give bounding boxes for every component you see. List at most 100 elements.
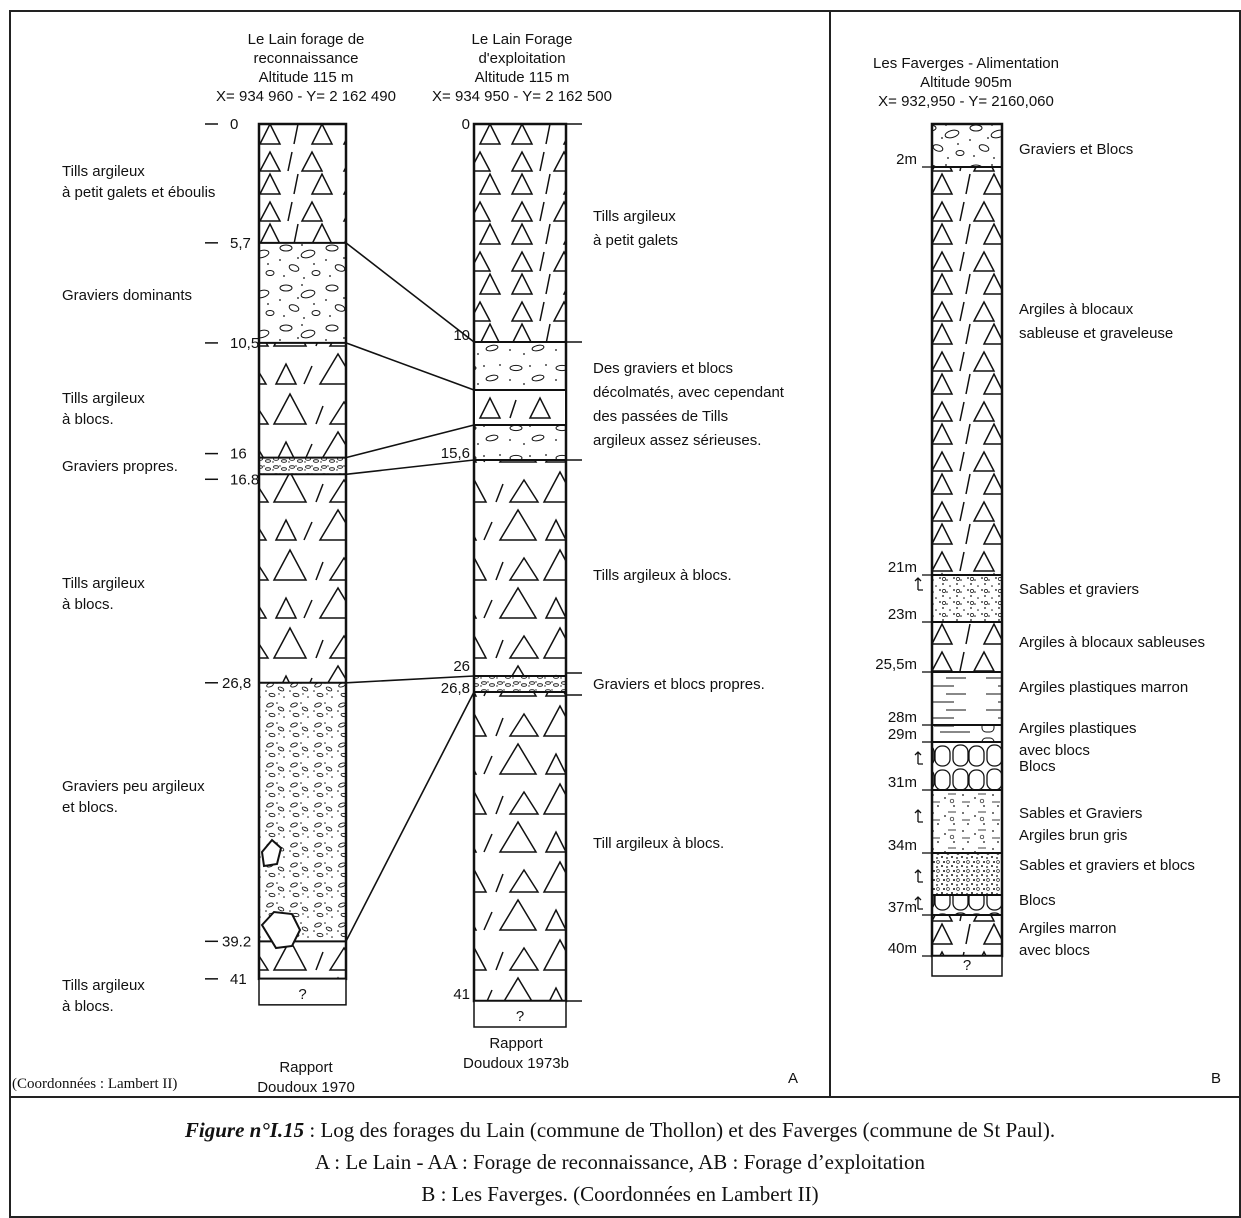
unknown-mark: ? xyxy=(298,986,306,1003)
depth-label: 0 xyxy=(462,116,470,133)
log-title-line: X= 934 960 - Y= 2 162 490 xyxy=(216,88,396,105)
layer-sand xyxy=(932,575,1002,622)
layer-description: Tills argileux xyxy=(62,390,145,407)
boulder-shape xyxy=(260,910,302,950)
layer-description: Argiles plastiques xyxy=(1019,720,1137,737)
depth-label: 28m xyxy=(888,709,917,726)
depth-label: 26,8 xyxy=(441,680,470,697)
layer-till xyxy=(259,124,346,243)
arrow-icon xyxy=(914,869,923,883)
layer-gravel-fine xyxy=(474,676,566,692)
arrow-icon xyxy=(914,896,923,910)
figure-caption-line-2: A : Le Lain - AA : Forage de reconnaissa… xyxy=(315,1150,926,1174)
source-line: Doudoux 1970 xyxy=(257,1079,355,1096)
depth-label: 10 xyxy=(453,327,470,344)
layer-gravel-fine xyxy=(259,457,346,475)
layer-description: avec blocs xyxy=(1019,742,1090,759)
layer-description: argileux assez sérieuses. xyxy=(593,432,761,449)
layer-sand-clay xyxy=(932,790,1002,853)
correlation-line xyxy=(345,342,475,391)
layer-description: Blocs xyxy=(1019,758,1056,775)
figure-frame xyxy=(9,10,1241,1218)
figure-caption-line-3: B : Les Faverges. (Coordonnées en Lamber… xyxy=(421,1182,818,1206)
boulder-shape xyxy=(260,838,283,868)
correlation-line xyxy=(345,242,475,343)
layer-description: décolmatés, avec cependant xyxy=(593,384,785,401)
depth-label: 39.2 xyxy=(222,933,251,950)
log-title-line: reconnaissance xyxy=(253,50,358,67)
layer-till xyxy=(932,167,1002,575)
layer-till-large xyxy=(474,692,566,1001)
layer-description: à blocs. xyxy=(62,596,114,613)
depth-label: 34m xyxy=(888,837,917,854)
depth-label: 25,5m xyxy=(875,656,917,673)
layer-description: sableuse et graveleuse xyxy=(1019,325,1173,342)
log-title-line: X= 932,950 - Y= 2160,060 xyxy=(878,93,1054,110)
layer-description: à blocs. xyxy=(62,998,114,1015)
arrow-icon xyxy=(914,751,923,765)
depth-label: 16 xyxy=(230,446,247,463)
layer-description: à petit galets et éboulis xyxy=(62,184,215,201)
source-line: Rapport xyxy=(489,1035,543,1052)
depth-label: 37m xyxy=(888,899,917,916)
layer-description: Tills argileux à blocs. xyxy=(593,567,732,584)
layer-description: des passées de Tills xyxy=(593,408,728,425)
layer-description: Tills argileux xyxy=(62,575,145,592)
layer-description: Argiles marron xyxy=(1019,920,1117,937)
layer-till-large xyxy=(259,941,346,979)
depth-label: 21m xyxy=(888,559,917,576)
layer-description: Tills argileux xyxy=(593,208,676,225)
depth-label: 26,8 xyxy=(222,675,251,692)
layer-description: Argiles plastiques marron xyxy=(1019,679,1188,696)
unknown-box xyxy=(931,955,1003,977)
log-title-line: Le Lain Forage xyxy=(472,31,573,48)
layer-gravel xyxy=(259,242,346,343)
depth-label: 31m xyxy=(888,774,917,791)
log-title-line: X= 934 950 - Y= 2 162 500 xyxy=(432,88,612,105)
log-title-line: Altitude 905m xyxy=(920,74,1012,91)
layer-description: Till argileux à blocs. xyxy=(593,835,724,852)
correlation-line xyxy=(345,459,475,476)
log-title-line: Altitude 115 m xyxy=(259,69,354,86)
layer-description: Sables et graviers xyxy=(1019,581,1139,598)
layer-sand-gravel xyxy=(932,853,1002,895)
layer-description: avec blocs xyxy=(1019,942,1090,959)
depth-label: 16.8 xyxy=(230,471,259,488)
arrow-icon xyxy=(914,809,923,823)
layer-clay xyxy=(932,672,1002,725)
depth-label: 0 xyxy=(230,116,238,133)
depth-label: 2m xyxy=(896,151,917,168)
figure-caption-line-1: Figure n°I.15 : Log des forages du Lain … xyxy=(184,1118,1055,1142)
layer-description: Tills argileux xyxy=(62,977,145,994)
layer-description: Graviers propres. xyxy=(62,458,178,475)
layer-till-large xyxy=(259,342,346,458)
layer-gravel-dense xyxy=(259,682,346,942)
log-title-line: Altitude 115 m xyxy=(475,69,570,86)
depth-label: 10,5 xyxy=(230,335,259,352)
layer-description: Tills argileux xyxy=(62,163,145,180)
depth-label: 5,7 xyxy=(230,235,251,252)
layer-description: Blocs xyxy=(1019,892,1056,909)
layer-till xyxy=(932,915,1002,956)
till-interbed-marks xyxy=(478,396,552,419)
layer-description: Graviers peu argileux xyxy=(62,778,205,795)
layer-description: Argiles brun gris xyxy=(1019,827,1127,844)
unknown-mark: ? xyxy=(516,1008,524,1025)
layer-blocks xyxy=(932,895,1002,915)
layer-description: Graviers et Blocs xyxy=(1019,141,1133,158)
log-title-line: Le Lain forage de xyxy=(248,31,365,48)
depth-label: 15,6 xyxy=(441,445,470,462)
layer-till xyxy=(474,124,566,342)
till-interbed xyxy=(475,391,565,424)
correlation-line xyxy=(345,424,475,459)
log-title-line: Les Faverges - Alimentation xyxy=(873,55,1059,72)
layer-description: Graviers et blocs propres. xyxy=(593,676,765,693)
layer-till-large xyxy=(259,474,346,683)
depth-label: 23m xyxy=(888,606,917,623)
layer-description: et blocs. xyxy=(62,799,118,816)
depth-label: 41 xyxy=(230,971,247,988)
layer-gravel xyxy=(932,124,1002,167)
layer-till-large xyxy=(474,460,566,676)
